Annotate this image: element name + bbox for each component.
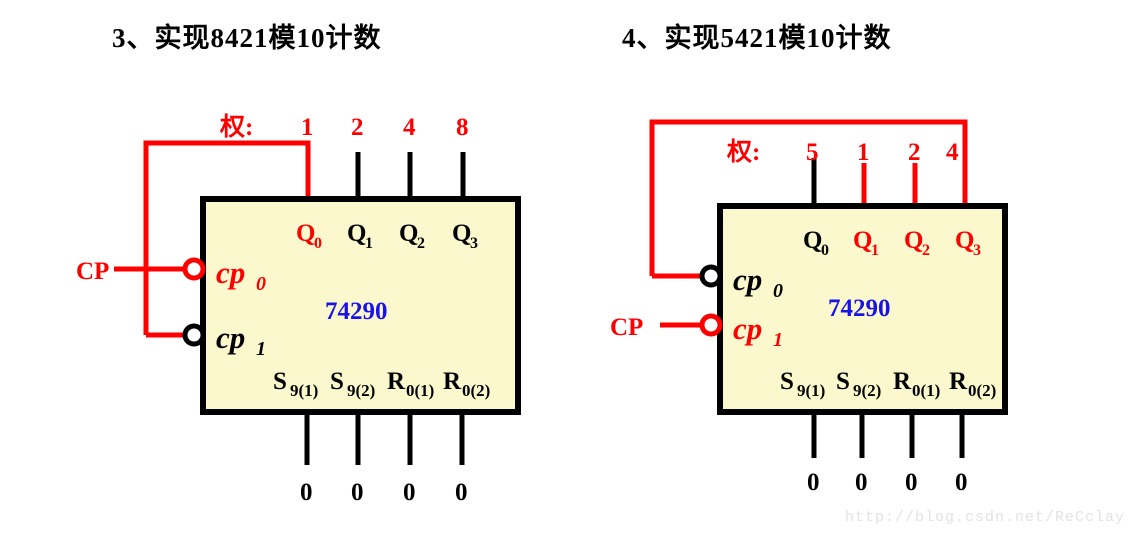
weight-label-right: 权: xyxy=(726,138,760,166)
output-label-q1-left: Q xyxy=(347,220,366,247)
output-label-q2-right: Q xyxy=(904,227,923,254)
output-sub-q1-right: 1 xyxy=(871,242,879,259)
control-label-r02-left: R xyxy=(443,368,462,395)
control-value-s91-left: 0 xyxy=(300,479,313,506)
output-sub-q0-left: 0 xyxy=(314,235,322,252)
control-value-s92-right: 0 xyxy=(855,469,868,496)
chip-name-right: 74290 xyxy=(828,295,891,322)
clock-label-cp1-right: cp xyxy=(733,311,762,346)
output-label-q3-right: Q xyxy=(955,227,974,254)
weight-value-q0-right: 5 xyxy=(806,139,819,166)
output-sub-q3-left: 3 xyxy=(470,235,478,252)
control-value-r02-right: 0 xyxy=(955,469,968,496)
weight-value-q2-left: 4 xyxy=(403,114,416,141)
output-sub-q3-right: 3 xyxy=(973,242,981,259)
clock-label-cp1-left: cp xyxy=(216,320,245,355)
output-sub-q2-right: 2 xyxy=(922,242,930,259)
output-sub-q2-left: 2 xyxy=(417,235,425,252)
control-label-s91-right: S xyxy=(780,368,794,395)
cp0-bubble-right xyxy=(699,264,723,288)
weight-value-q0-left: 1 xyxy=(301,114,314,141)
control-sub-r01-left: 0(1) xyxy=(406,381,434,400)
weight-value-q3-right: 4 xyxy=(946,139,959,166)
weight-value-q1-right: 1 xyxy=(857,139,870,166)
clock-label-cp0-right: cp xyxy=(733,262,762,297)
control-value-r02-left: 0 xyxy=(455,479,468,506)
page-title-left: 3、实现8421模10计数 xyxy=(112,23,382,53)
control-sub-r02-right: 0(2) xyxy=(968,381,996,400)
control-label-r02-right: R xyxy=(949,368,968,395)
cp-input-label-right: CP xyxy=(610,314,643,341)
control-sub-s92-left: 9(2) xyxy=(347,381,375,400)
output-sub-q1-left: 1 xyxy=(365,235,373,252)
output-label-q1-right: Q xyxy=(853,227,872,254)
chip-body-right xyxy=(717,203,1008,415)
chip-name-left: 74290 xyxy=(325,298,388,325)
control-label-s91-left: S xyxy=(273,368,287,395)
control-label-r01-right: R xyxy=(893,368,912,395)
control-value-s91-right: 0 xyxy=(807,469,820,496)
watermark-text: http://blog.csdn.net/ReCclay xyxy=(845,509,1126,526)
cp-input-label-left: CP xyxy=(76,258,109,285)
control-sub-s92-right: 9(2) xyxy=(853,381,881,400)
control-sub-s91-left: 9(1) xyxy=(290,381,318,400)
weight-value-q3-left: 8 xyxy=(456,114,469,141)
weight-label-left: 权: xyxy=(219,113,253,141)
clock-sub-cp0-right: 0 xyxy=(773,280,783,302)
chip-body-left xyxy=(200,196,521,415)
clock-label-cp0-left: cp xyxy=(216,255,245,290)
control-value-r01-right: 0 xyxy=(905,469,918,496)
cp1-bubble-right xyxy=(699,313,723,337)
cp0-bubble-left xyxy=(182,257,206,281)
output-label-q3-left: Q xyxy=(452,220,471,247)
control-sub-s91-right: 9(1) xyxy=(797,381,825,400)
output-label-q0-right: Q xyxy=(803,227,822,254)
output-label-q2-left: Q xyxy=(399,220,418,247)
clock-sub-cp1-left: 1 xyxy=(256,338,266,360)
page-title-right: 4、实现5421模10计数 xyxy=(622,23,892,53)
feedback-wire-left xyxy=(143,140,311,335)
control-label-s92-right: S xyxy=(836,368,850,395)
weight-value-q2-right: 2 xyxy=(908,139,921,166)
control-value-s92-left: 0 xyxy=(351,479,364,506)
output-sub-q0-right: 0 xyxy=(821,242,829,259)
feedback-wire-right xyxy=(649,119,968,276)
weight-value-q1-left: 2 xyxy=(351,114,364,141)
control-value-r01-left: 0 xyxy=(403,479,416,506)
control-label-s92-left: S xyxy=(330,368,344,395)
control-sub-r02-left: 0(2) xyxy=(462,381,490,400)
clock-sub-cp1-right: 1 xyxy=(773,329,783,351)
control-label-r01-left: R xyxy=(387,368,406,395)
control-sub-r01-right: 0(1) xyxy=(912,381,940,400)
clock-sub-cp0-left: 0 xyxy=(256,273,266,295)
output-label-q0-left: Q xyxy=(296,220,315,247)
cp1-bubble-left xyxy=(182,323,206,347)
